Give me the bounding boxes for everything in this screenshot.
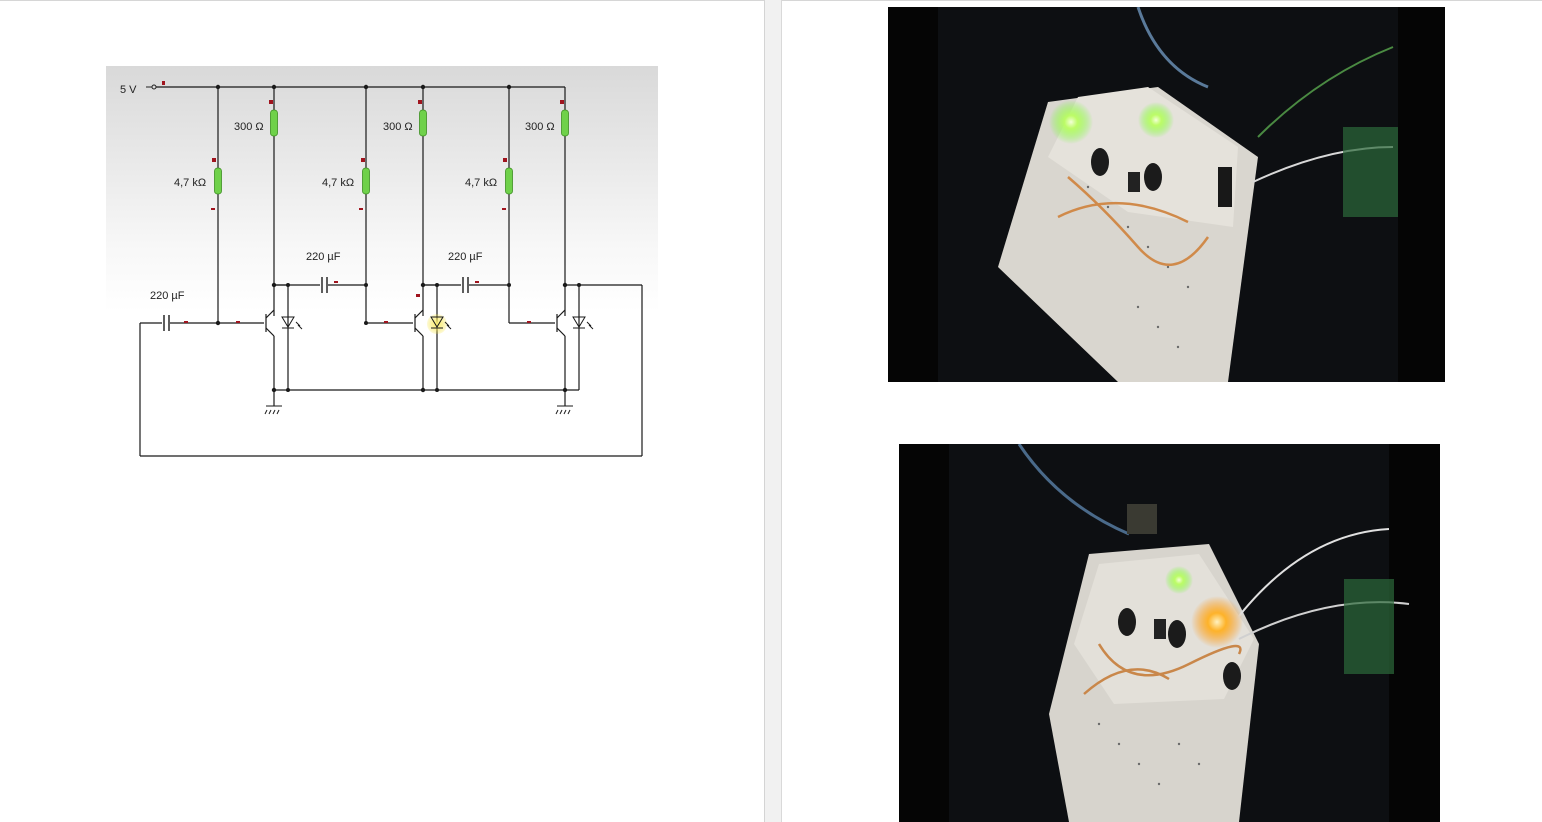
page-top-border-right [782, 0, 1542, 1]
base-resistor-label-3: 4,7 kΩ [465, 177, 497, 189]
transistor-icons [265, 309, 566, 337]
probe-markers [162, 81, 531, 323]
collector-resistor-label-2: 300 Ω [383, 121, 413, 133]
left-page: 5 V [0, 0, 765, 822]
ground-icons [264, 405, 573, 415]
breadboard-photo-green-leds-icon [888, 7, 1445, 382]
junction-dots [215, 84, 581, 393]
breadboard-photo-green-orange-leds-icon [899, 444, 1440, 822]
base-resistors [211, 158, 513, 210]
breadboard-photo-2 [899, 444, 1440, 822]
capacitor-label-3: 220 µF [150, 290, 185, 302]
collector-resistor-label-3: 300 Ω [525, 121, 555, 133]
capacitor-label-2: 220 µF [448, 251, 483, 263]
green-led-2 [1138, 102, 1174, 138]
led-icons [281, 314, 594, 334]
capacitor-symbols [163, 277, 469, 331]
page-top-border [0, 0, 764, 1]
collector-resistors [269, 100, 569, 137]
schematic-background [106, 66, 658, 462]
capacitor-label-1: 220 µF [306, 251, 341, 263]
circuit-schematic-image: 5 V [106, 66, 658, 462]
base-resistor-label-1: 4,7 kΩ [174, 177, 206, 189]
collector-resistor-label-1: 300 Ω [234, 121, 264, 133]
supply-label: 5 V [120, 84, 137, 96]
circuit-wires [139, 86, 643, 457]
breadboard-photo-1 [888, 7, 1445, 382]
green-led [1165, 566, 1193, 594]
orange-led [1191, 596, 1243, 648]
base-resistor-label-2: 4,7 kΩ [322, 177, 354, 189]
right-page [782, 0, 1542, 822]
green-led-1 [1049, 100, 1093, 144]
page-gutter [765, 0, 782, 822]
